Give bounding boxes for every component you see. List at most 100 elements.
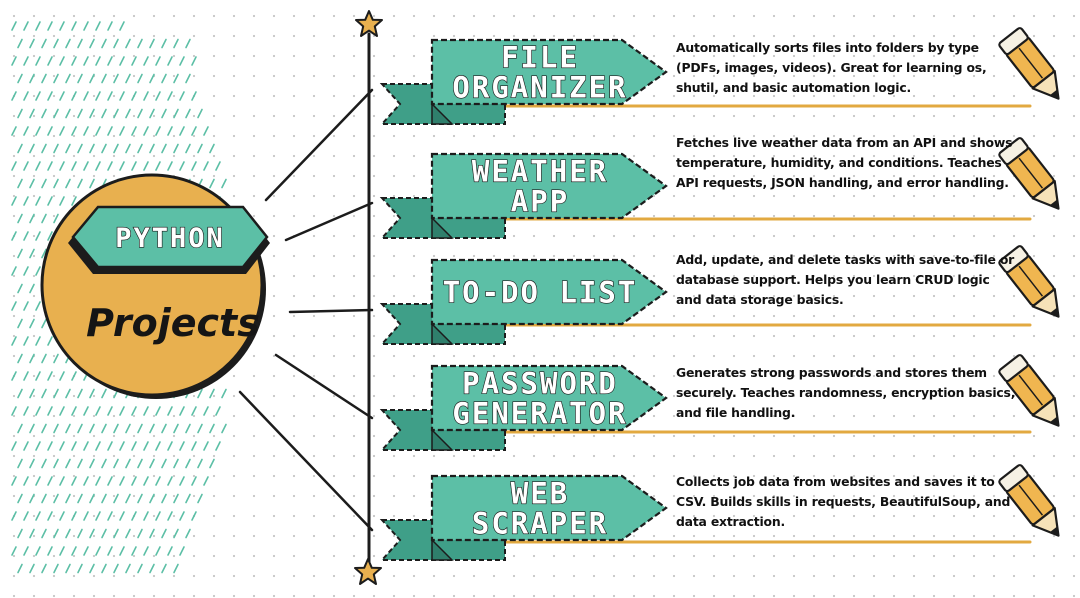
hatch-mark [185, 493, 191, 504]
hatch-mark [77, 528, 83, 539]
hatch-mark [23, 21, 29, 31]
hatch-mark [167, 406, 173, 416]
banner-fold [431, 216, 454, 239]
hatch-mark [95, 476, 101, 486]
hatch-mark [65, 563, 71, 574]
pencil-icon [998, 27, 1060, 100]
hatch-mark [77, 563, 83, 574]
hatch-mark [17, 73, 23, 84]
hatch-mark [155, 546, 161, 556]
hatch-mark [59, 476, 65, 486]
hatch-mark [17, 38, 23, 49]
hatch-mark [95, 56, 101, 66]
star-icon [354, 558, 382, 585]
hub-connectors [238, 88, 374, 532]
hatch-mark [101, 528, 107, 539]
banner-arrow [430, 258, 668, 326]
hatch-mark [131, 511, 137, 521]
banner-title-line: PASSWORD [462, 366, 618, 400]
hatch-mark [17, 563, 23, 574]
hatch-mark [107, 546, 113, 556]
hatch-mark [155, 161, 161, 171]
hatch-mark [161, 493, 167, 504]
hatch-mark [191, 406, 197, 416]
hatch-mark [185, 38, 191, 49]
hub-title: Projects [86, 301, 260, 345]
hatch-mark [83, 21, 89, 31]
hatch-mark [47, 196, 53, 206]
hatch-mark [161, 108, 167, 119]
hatch-mark [125, 143, 131, 154]
hatch-mark [47, 21, 53, 31]
hatch-mark [29, 388, 35, 399]
hatch-mark [29, 73, 35, 84]
hatch-mark [35, 546, 41, 556]
hatch-mark [11, 231, 17, 241]
hatch-mark [143, 56, 149, 66]
hatch-mark [35, 441, 41, 451]
hatch-mark [77, 178, 83, 189]
hatch-mark [35, 406, 41, 416]
hatch-mark [113, 563, 119, 574]
hatch-mark [41, 493, 47, 504]
hatch-mark [59, 161, 65, 171]
hatch-mark [53, 528, 59, 539]
hatch-mark [47, 371, 53, 381]
hatch-mark [17, 458, 23, 469]
hatch-mark [89, 143, 95, 154]
hatch-mark [41, 423, 47, 434]
banner-title-line: FILE [501, 40, 579, 74]
hatch-mark [29, 458, 35, 469]
hatch-mark [125, 458, 131, 469]
hatch-mark [173, 73, 179, 84]
hatch-mark [41, 353, 47, 364]
hatch-mark [11, 126, 17, 136]
hatch-mark [35, 301, 41, 311]
hatch-mark [101, 563, 107, 574]
pencil-eraser [998, 464, 1029, 493]
hatch-mark [125, 108, 131, 119]
hatch-mark [149, 38, 155, 49]
banner-title-line: ORGANIZER [452, 70, 627, 104]
hatch-mark [95, 511, 101, 521]
hatch-mark [179, 161, 185, 171]
banner-arrow [430, 474, 668, 542]
hatch-mark [113, 38, 119, 49]
hatch-mark [59, 511, 65, 521]
hatch-mark [125, 493, 131, 504]
hatch-mark [77, 143, 83, 154]
hatch-mark [41, 108, 47, 119]
hatch-mark [11, 56, 17, 66]
hatch-mark [59, 441, 65, 451]
hatch-mark [17, 213, 23, 224]
hatch-mark [65, 143, 71, 154]
hatch-mark [143, 441, 149, 451]
hatch-mark [65, 38, 71, 49]
hatch-mark [65, 458, 71, 469]
hatch-mark [179, 441, 185, 451]
hatch-mark [23, 301, 29, 311]
hatch-mark [221, 178, 227, 189]
hatch-mark [131, 91, 137, 101]
hatch-mark [161, 423, 167, 434]
hatch-mark [185, 73, 191, 84]
pencil-tip [1031, 180, 1060, 210]
hatch-mark [173, 528, 179, 539]
hatch-mark [89, 108, 95, 119]
hatch-mark [203, 441, 209, 451]
hatch-mark [83, 511, 89, 521]
hatch-mark [53, 563, 59, 574]
hatch-mark [161, 528, 167, 539]
banner-title-line: GENERATOR [452, 396, 627, 430]
hatch-mark [29, 423, 35, 434]
hatch-mark [23, 336, 29, 346]
hatch-mark [41, 143, 47, 154]
hatch-mark [83, 441, 89, 451]
hatch-mark [83, 406, 89, 416]
hatch-mark [221, 423, 227, 434]
hatch-mark [89, 73, 95, 84]
hatch-mark [35, 476, 41, 486]
hatch-mark [167, 161, 173, 171]
